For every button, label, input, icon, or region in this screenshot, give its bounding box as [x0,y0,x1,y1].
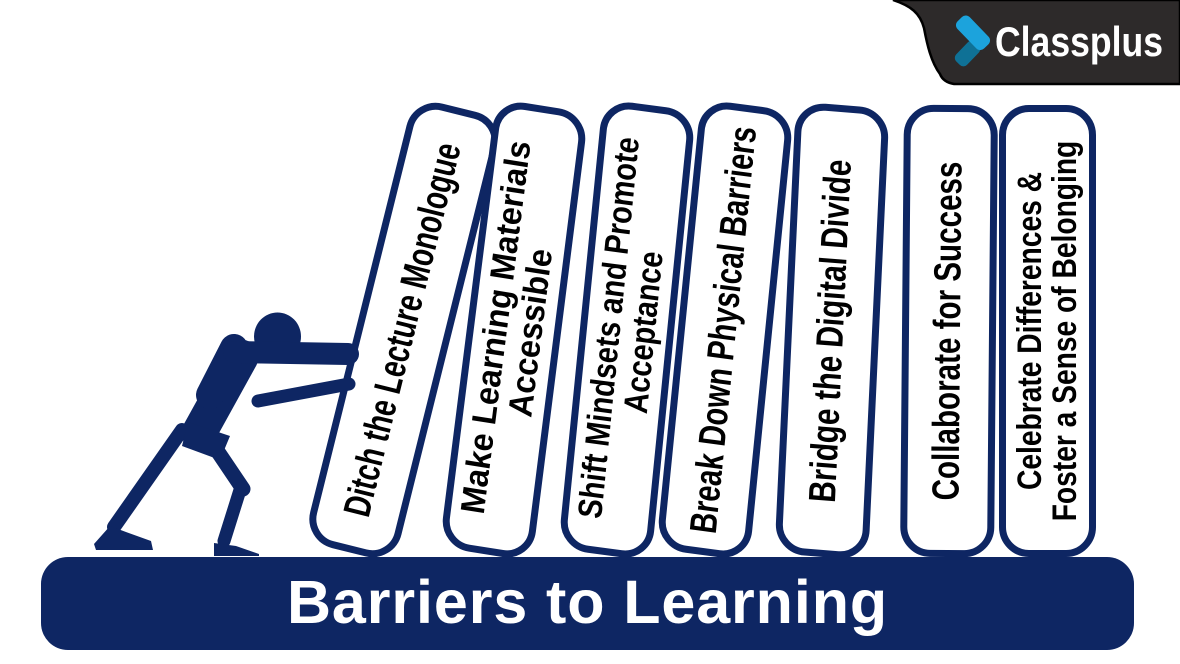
svg-text:Classplus: Classplus [995,18,1163,65]
